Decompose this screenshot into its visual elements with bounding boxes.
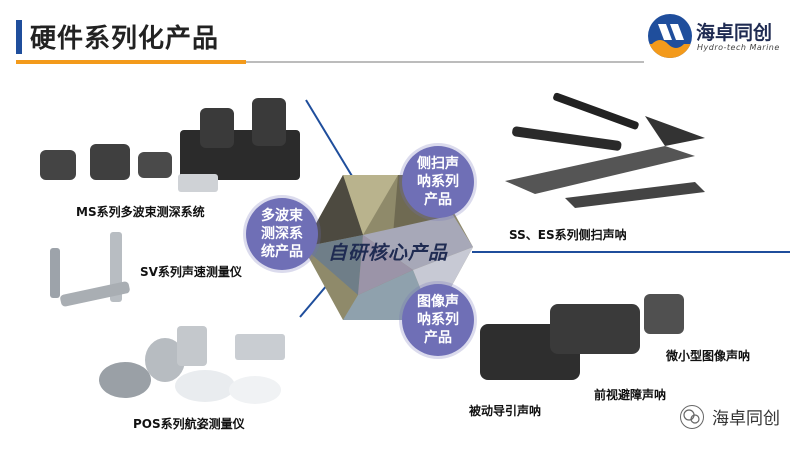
bubble-sidescan: 侧扫声呐系列产品 bbox=[402, 146, 474, 218]
watermark-text: 海卓同创 bbox=[712, 409, 780, 429]
micro-imaging-caption: 微小型图像声呐 bbox=[666, 349, 751, 363]
forward-looking-caption: 前视避障声呐 bbox=[594, 388, 667, 402]
title-underline-gray bbox=[246, 61, 644, 63]
bubble-multibeam: 多波束测深系统产品 bbox=[246, 198, 318, 270]
wechat-icon bbox=[680, 404, 704, 429]
company-logo: 海卓同创 Hydro-tech Marine bbox=[648, 14, 788, 62]
logo-emblem-icon bbox=[648, 14, 692, 58]
ss-es-products-image bbox=[505, 92, 705, 208]
bubble-sidescan-text: 侧扫声呐系列产品 bbox=[417, 156, 459, 208]
ss-es-caption: SS、ES系列侧扫声呐 bbox=[509, 228, 627, 242]
bubble-imaging-text: 图像声呐系列产品 bbox=[417, 294, 459, 346]
sv-products-image bbox=[50, 232, 130, 307]
pos-products-image bbox=[99, 326, 285, 404]
imaging-products-image bbox=[480, 294, 684, 380]
ms-caption: MS系列多波束测深系统 bbox=[76, 205, 205, 219]
passive-guide-caption: 被动导引声呐 bbox=[469, 404, 542, 418]
logo-name: 海卓同创 bbox=[696, 22, 773, 44]
center-label: 自研核心产品 bbox=[327, 242, 448, 264]
logo-subtitle: Hydro-tech Marine bbox=[697, 43, 780, 52]
bubble-imaging: 图像声呐系列产品 bbox=[402, 284, 474, 356]
wechat-watermark: 海卓同创 bbox=[680, 404, 780, 429]
ms-products-image bbox=[40, 98, 300, 192]
page-title: 硬件系列化产品 bbox=[30, 24, 220, 54]
pos-caption: POS系列航姿测量仪 bbox=[133, 417, 245, 431]
title-accent-bar bbox=[16, 20, 22, 54]
bubble-multibeam-text: 多波束测深系统产品 bbox=[261, 208, 303, 260]
sv-caption: SV系列声速测量仪 bbox=[140, 265, 242, 279]
title-underline-orange bbox=[16, 60, 246, 64]
